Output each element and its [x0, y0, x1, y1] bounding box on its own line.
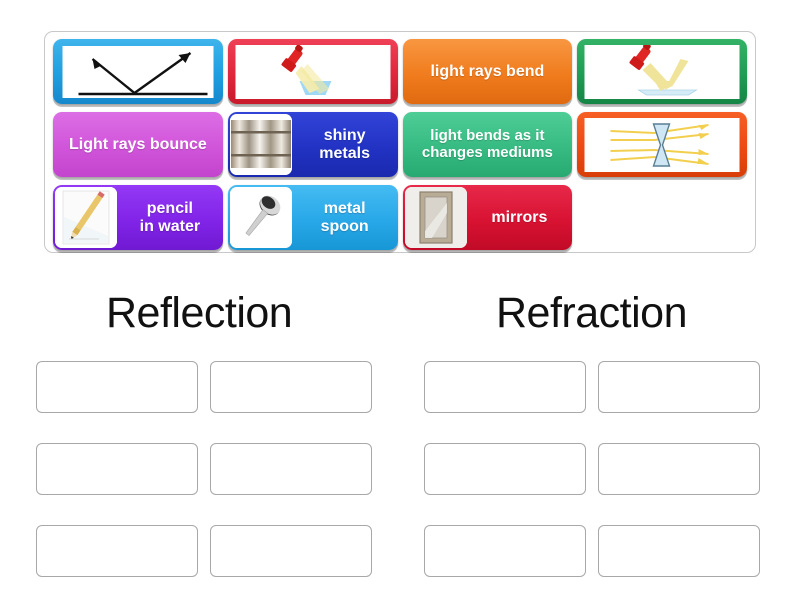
tile-light-rays-bounce[interactable]: Light rays bounce	[53, 112, 223, 177]
tile-flashlight-into-water[interactable]	[227, 39, 398, 104]
drop-zone-row	[0, 361, 800, 428]
tile-label: light bends as it changes mediums	[421, 127, 553, 161]
tile-light-rays-bend[interactable]: light rays bend	[402, 39, 573, 104]
drop-zone-reflection-5[interactable]	[36, 525, 198, 577]
drop-zone-grid	[0, 361, 800, 592]
tile-empty-slot	[577, 185, 747, 250]
drop-zone-row	[0, 525, 800, 592]
tile-concave-lens-rays[interactable]	[577, 112, 747, 177]
drop-zone-reflection-3[interactable]	[36, 443, 198, 495]
drop-zone-refraction-6[interactable]	[598, 525, 760, 577]
tile-label: shiny metals	[319, 127, 370, 162]
framed-mirror-icon	[404, 187, 467, 248]
tile-label: mirrors	[491, 208, 548, 226]
tile-label: pencil in water	[139, 200, 201, 235]
tile-metal-spoon[interactable]: metal spoon	[227, 185, 398, 250]
column-title-reflection: Reflection	[106, 289, 293, 337]
tile-pencil-in-water[interactable]: pencil in water	[53, 185, 223, 250]
drop-zone-refraction-2[interactable]	[598, 361, 760, 413]
tile-tray: light rays bend	[44, 31, 756, 253]
flashlight-into-water-icon	[235, 44, 391, 99]
tile-label: light rays bend	[430, 62, 545, 80]
tray-row: light rays bend	[53, 39, 747, 107]
drop-zone-refraction-1[interactable]	[424, 361, 586, 413]
drop-zone-refraction-4[interactable]	[598, 443, 760, 495]
drop-zone-reflection-6[interactable]	[210, 525, 372, 577]
tray-row: pencil in water metal spoon	[53, 185, 747, 253]
metal-cylinder-icon	[229, 114, 292, 175]
tile-label: metal spoon	[320, 200, 369, 235]
drop-zone-reflection-1[interactable]	[36, 361, 198, 413]
tile-label: Light rays bounce	[68, 135, 207, 153]
tile-flashlight-off-mirror[interactable]	[577, 39, 747, 104]
tile-shiny-metals[interactable]: shiny metals	[227, 112, 398, 177]
tile-light-bends-as-it-changes-mediums[interactable]: light bends as it changes mediums	[402, 112, 573, 177]
drop-zone-row	[0, 443, 800, 510]
concave-lens-rays-icon	[584, 117, 740, 172]
pencil-in-glass-icon	[55, 187, 117, 248]
spoon-icon	[229, 187, 292, 248]
tile-mirrors[interactable]: mirrors	[402, 185, 573, 250]
reflection-angle-diagram-icon	[62, 45, 214, 98]
drop-zone-reflection-2[interactable]	[210, 361, 372, 413]
column-title-refraction: Refraction	[496, 289, 687, 337]
drop-zone-refraction-3[interactable]	[424, 443, 586, 495]
tray-row: Light rays bounce	[53, 112, 747, 180]
drop-zone-reflection-4[interactable]	[210, 443, 372, 495]
flashlight-off-mirror-icon	[584, 44, 740, 99]
tile-reflection-angle-diagram[interactable]	[53, 39, 223, 104]
drop-zone-refraction-5[interactable]	[424, 525, 586, 577]
